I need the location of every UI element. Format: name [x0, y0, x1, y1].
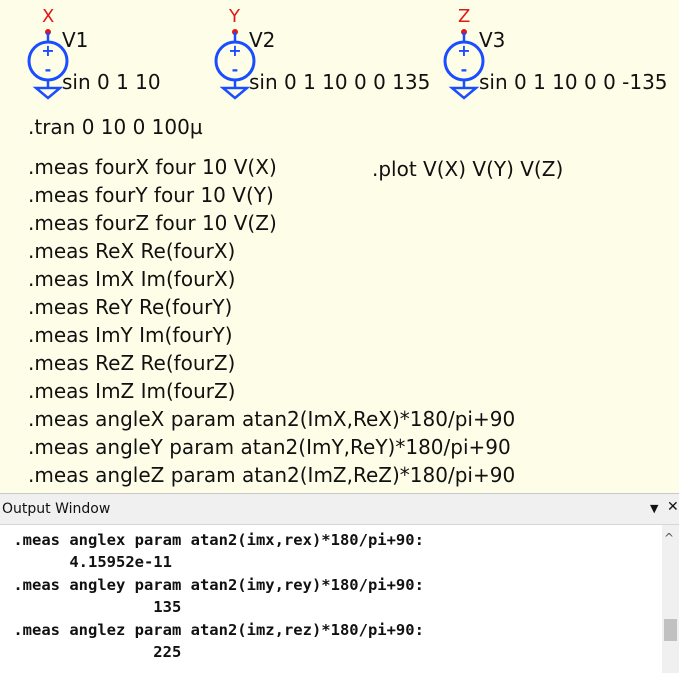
- tran-directive[interactable]: .tran 0 10 0 100µ: [28, 115, 203, 139]
- close-icon[interactable]: ✕: [667, 499, 679, 515]
- svg-text:-: -: [461, 60, 468, 79]
- svg-text:+: +: [228, 41, 241, 60]
- source-value-v3[interactable]: sin 0 1 10 0 0 -135: [479, 70, 668, 94]
- voltage-source-v3-icon[interactable]: + -: [440, 24, 500, 104]
- scrollbar-thumb[interactable]: [664, 619, 677, 641]
- net-label-z[interactable]: Z: [458, 6, 471, 27]
- svg-text:-: -: [45, 60, 52, 79]
- log-line: .meas anglez param atan2(imz,rez)*180/pi…: [4, 621, 424, 639]
- meas-directive[interactable]: .meas ImY Im(fourY): [28, 323, 233, 347]
- scroll-up-icon[interactable]: ^: [664, 531, 675, 545]
- dropdown-arrow-icon[interactable]: ▼: [650, 502, 659, 515]
- svg-text:+: +: [41, 41, 54, 60]
- meas-directive[interactable]: .meas fourZ four 10 V(Z): [28, 211, 277, 235]
- net-label-x[interactable]: X: [42, 6, 55, 27]
- voltage-source-v1-icon[interactable]: + -: [24, 24, 84, 104]
- log-line: 225: [4, 643, 182, 661]
- voltage-source-v2-icon[interactable]: + -: [211, 24, 271, 104]
- plot-directive[interactable]: .plot V(X) V(Y) V(Z): [372, 157, 564, 181]
- log-line: .meas angley param atan2(imy,rey)*180/pi…: [4, 576, 424, 594]
- meas-directive[interactable]: .meas ImX Im(fourX): [28, 267, 236, 291]
- meas-directive[interactable]: .meas ImZ Im(fourZ): [28, 379, 236, 403]
- meas-directive[interactable]: .meas angleX param atan2(ImX,ReX)*180/pi…: [28, 407, 516, 431]
- meas-directive[interactable]: .meas angleZ param atan2(ImZ,ReZ)*180/pi…: [28, 463, 516, 487]
- source-value-v1[interactable]: sin 0 1 10: [62, 70, 161, 94]
- output-window-titlebar[interactable]: Output Window ▼ ✕: [0, 494, 679, 525]
- log-line: .meas anglex param atan2(imx,rex)*180/pi…: [4, 531, 424, 549]
- meas-directive[interactable]: .meas ReZ Re(fourZ): [28, 351, 236, 375]
- log-line: 4.15952e-11: [4, 553, 172, 571]
- output-log[interactable]: .meas anglex param atan2(imx,rex)*180/pi…: [0, 525, 662, 673]
- source-name-v1[interactable]: V1: [62, 28, 89, 52]
- vertical-scrollbar[interactable]: ^: [662, 525, 679, 673]
- meas-directive[interactable]: .meas fourX four 10 V(X): [28, 155, 277, 179]
- source-name-v3[interactable]: V3: [479, 28, 506, 52]
- schematic-canvas[interactable]: X + - V1 sin 0 1 10 Y + - V2 sin 0 1 10 …: [0, 0, 679, 493]
- meas-directive[interactable]: .meas angleY param atan2(ImY,ReY)*180/pi…: [28, 435, 511, 459]
- meas-directive[interactable]: .meas ReX Re(fourX): [28, 239, 236, 263]
- net-label-y[interactable]: Y: [229, 6, 240, 27]
- meas-directive[interactable]: .meas ReY Re(fourY): [28, 295, 233, 319]
- svg-text:+: +: [457, 41, 470, 60]
- meas-directive[interactable]: .meas fourY four 10 V(Y): [28, 183, 274, 207]
- log-line: 135: [4, 598, 182, 616]
- source-value-v2[interactable]: sin 0 1 10 0 0 135: [249, 70, 431, 94]
- svg-text:-: -: [232, 60, 239, 79]
- output-window: Output Window ▼ ✕ .meas anglex param ata…: [0, 493, 679, 673]
- output-window-title: Output Window: [2, 501, 111, 517]
- source-name-v2[interactable]: V2: [249, 28, 276, 52]
